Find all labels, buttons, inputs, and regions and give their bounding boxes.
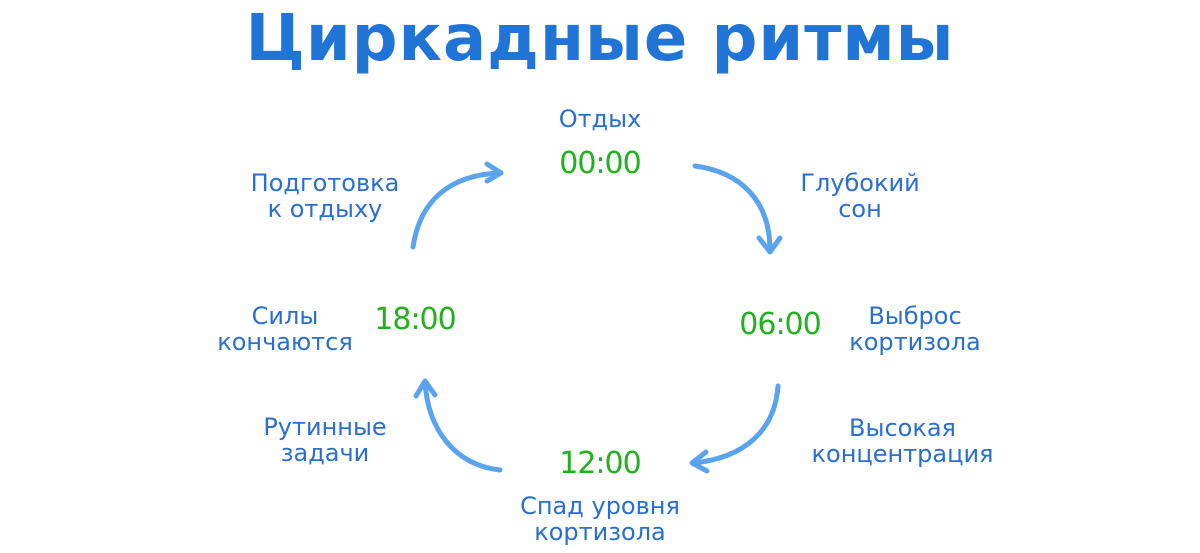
label-deep-sleep: Глубокий сон [800,169,920,223]
arrow-18-to-00-icon [410,161,504,250]
time-0600: 06:00 [739,307,821,342]
arrow-06-to-12-icon [689,383,781,474]
time-0000: 00:00 [559,146,641,181]
label-high-focus: Высокая концентрация [811,414,994,468]
time-1200: 12:00 [559,446,641,481]
label-cortisol-drop: Спад уровня кортизола [520,492,680,546]
label-cortisol-release: Выброс кортизола [849,302,981,356]
label-routine-tasks: Рутинные задачи [263,413,387,467]
label-energy-low: Силы кончаются [217,302,353,356]
label-prep-rest: Подготовка к отдыху [250,169,400,223]
time-1800: 18:00 [374,302,456,337]
arrow-00-to-06-icon [692,163,783,255]
arrow-12-to-18-icon [413,378,503,473]
diagram-title: Циркадные ритмы [245,2,955,76]
label-rest: Отдых [558,105,642,133]
